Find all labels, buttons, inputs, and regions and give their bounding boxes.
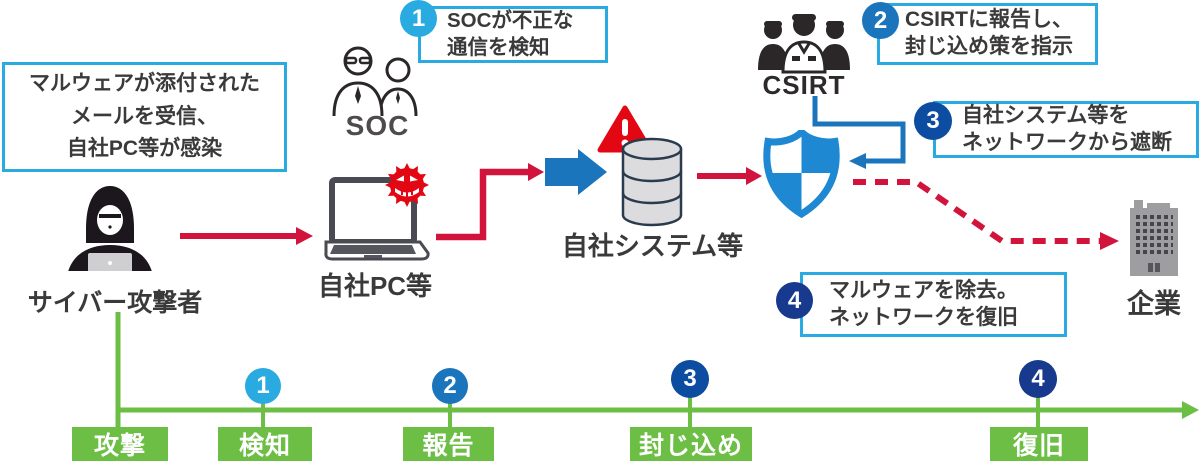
callout-3-line: ネットワークから遮断 [962, 130, 1172, 154]
callout-4-badge: 4 [776, 282, 813, 319]
hacker-icon [54, 186, 166, 283]
timeline-milestone-attack: 攻撃 [72, 427, 168, 461]
timeline-milestone-contain: 封じ込め [630, 427, 752, 461]
building-icon [1130, 200, 1178, 276]
note-line: マルウェアが添付された [29, 72, 260, 96]
callout-4-line: ネットワークを復旧 [829, 305, 1018, 329]
note-line: メールを受信、 [71, 104, 218, 128]
callout-3-badge: 3 [914, 102, 952, 140]
soc-label: SOC [345, 110, 410, 141]
company-label: 企業 [1127, 289, 1181, 319]
arrow-blocked-dashed [853, 179, 1119, 250]
callout-2-line: 封じ込め策を指示 [905, 35, 1073, 58]
attacker-label: サイバー攻撃者 [27, 289, 203, 317]
arrow-system-to-shield [697, 167, 762, 185]
callout-1-line: SOCが不正な [447, 9, 574, 33]
csirt-label: CSIRT [762, 70, 846, 100]
callout-3-line: 自社システム等を [962, 103, 1130, 127]
callout-2-line: CSIRTに報告し、 [905, 8, 1073, 32]
pc-label: 自社PC等 [317, 271, 433, 301]
callout-1-line: 通信を検知 [447, 35, 550, 59]
malware-icon [385, 163, 429, 207]
system-label: 自社システム等 [561, 231, 744, 261]
shield-icon [763, 130, 840, 218]
callout-1-badge: 1 [400, 0, 437, 37]
attacker-note-box: マルウェアが添付された メールを受信、 自社PC等が感染 [2, 62, 287, 172]
database-icon [621, 137, 683, 227]
timeline-milestone-report: 報告 [403, 427, 494, 461]
callout-1-box: SOCが不正な 通信を検知 [418, 6, 608, 63]
arrow-forward-icon [545, 149, 607, 195]
note-line: 自社PC等が感染 [66, 137, 223, 161]
timeline-step-badge-4: 4 [1019, 360, 1057, 398]
timeline-step-badge-3: 3 [671, 360, 709, 398]
callout-4-box: マルウェアを除去。 ネットワークを復旧 [800, 272, 1067, 337]
timeline-milestone-detect: 検知 [218, 427, 312, 461]
callout-2-badge: 2 [862, 2, 899, 39]
timeline-step-badge-1: 1 [245, 368, 281, 404]
callout-4-line: マルウェアを除去。 [829, 278, 1018, 302]
timeline-milestone-recover: 復旧 [990, 427, 1088, 461]
callout-2-box: CSIRTに報告し、 封じ込め策を指示 [877, 3, 1098, 65]
csirt-team-icon [758, 14, 850, 74]
arrow-csirt-to-shield [812, 96, 906, 169]
callout-3-box: 自社システム等を ネットワークから遮断 [933, 101, 1199, 158]
arrow-attacker-to-pc [180, 227, 313, 245]
soc-team-icon [332, 46, 418, 116]
arrow-pc-to-system [436, 163, 544, 241]
timeline-step-badge-2: 2 [432, 368, 468, 404]
